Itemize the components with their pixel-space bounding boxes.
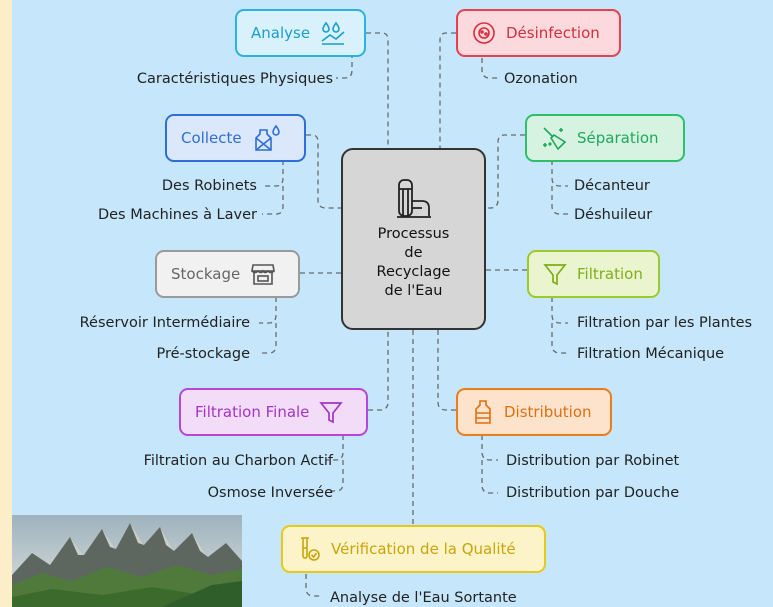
node-desinfection-label: Désinfection [506,24,600,42]
node-stockage: Stockage [155,250,300,298]
leaf-separation-1: Décanteur [574,178,650,194]
leaf-stockage-1: Réservoir Intermédiaire [79,315,250,331]
leaf-filtration-1: Filtration par les Plantes [577,315,753,331]
leaf-collecte-2: Des Machines à Laver [97,207,257,223]
droplets-analysis-icon [321,21,345,45]
node-analyse: Analyse [235,9,366,57]
test-tube-check-icon [301,537,320,561]
node-distribution: Distribution [456,388,612,436]
leaf-filtration-2: Filtration Mécanique [577,346,725,362]
store-icon [251,264,276,285]
leaf-filtration-finale-2: Osmose Inversée [207,485,333,501]
leaf-collecte-1: Des Robinets [161,178,257,194]
node-distribution-label: Distribution [504,403,592,421]
leaf-analyse-1: Caractéristiques Physiques [136,71,333,87]
leaf-separation-2: Déshuileur [574,207,653,223]
central-title: Processus de Recyclage de l'Eau [376,226,451,299]
node-collecte-label: Collecte [181,129,242,147]
node-separation: Séparation [525,114,685,162]
leaf-stockage-2: Pré-stockage [156,346,250,362]
node-filtration-finale-label: Filtration Finale [195,403,310,421]
leaf-desinfection-1: Ozonation [504,71,578,87]
leaf-filtration-finale-1: Filtration au Charbon Actif [143,453,333,469]
node-filtration: Filtration [527,250,660,298]
node-filtration-finale: Filtration Finale [179,388,368,436]
node-collecte: Collecte [165,114,306,162]
node-analyse-label: Analyse [251,24,311,42]
virus-icon [473,22,495,44]
node-verification: Vérification de la Qualité [281,525,546,573]
node-verification-label: Vérification de la Qualité [331,540,516,558]
leaf-verification-1: Analyse de l'Eau Sortante [330,590,517,606]
mountain-photo [12,515,242,607]
leaf-distribution-2: Distribution par Douche [506,485,680,501]
bottle-drop-icon [254,124,280,151]
bottle-icon [475,400,491,424]
node-desinfection: Désinfection [456,9,621,57]
leaf-distribution-1: Distribution par Robinet [506,453,680,469]
water-tower-icon [396,179,431,218]
node-stockage-label: Stockage [171,265,241,283]
sparkle-broom-icon [543,127,567,151]
central-node: Processus de Recyclage de l'Eau [341,148,486,330]
node-separation-label: Séparation [577,129,659,147]
node-filtration-label: Filtration [577,265,643,283]
funnel-icon [543,264,567,286]
funnel-icon [319,402,344,424]
